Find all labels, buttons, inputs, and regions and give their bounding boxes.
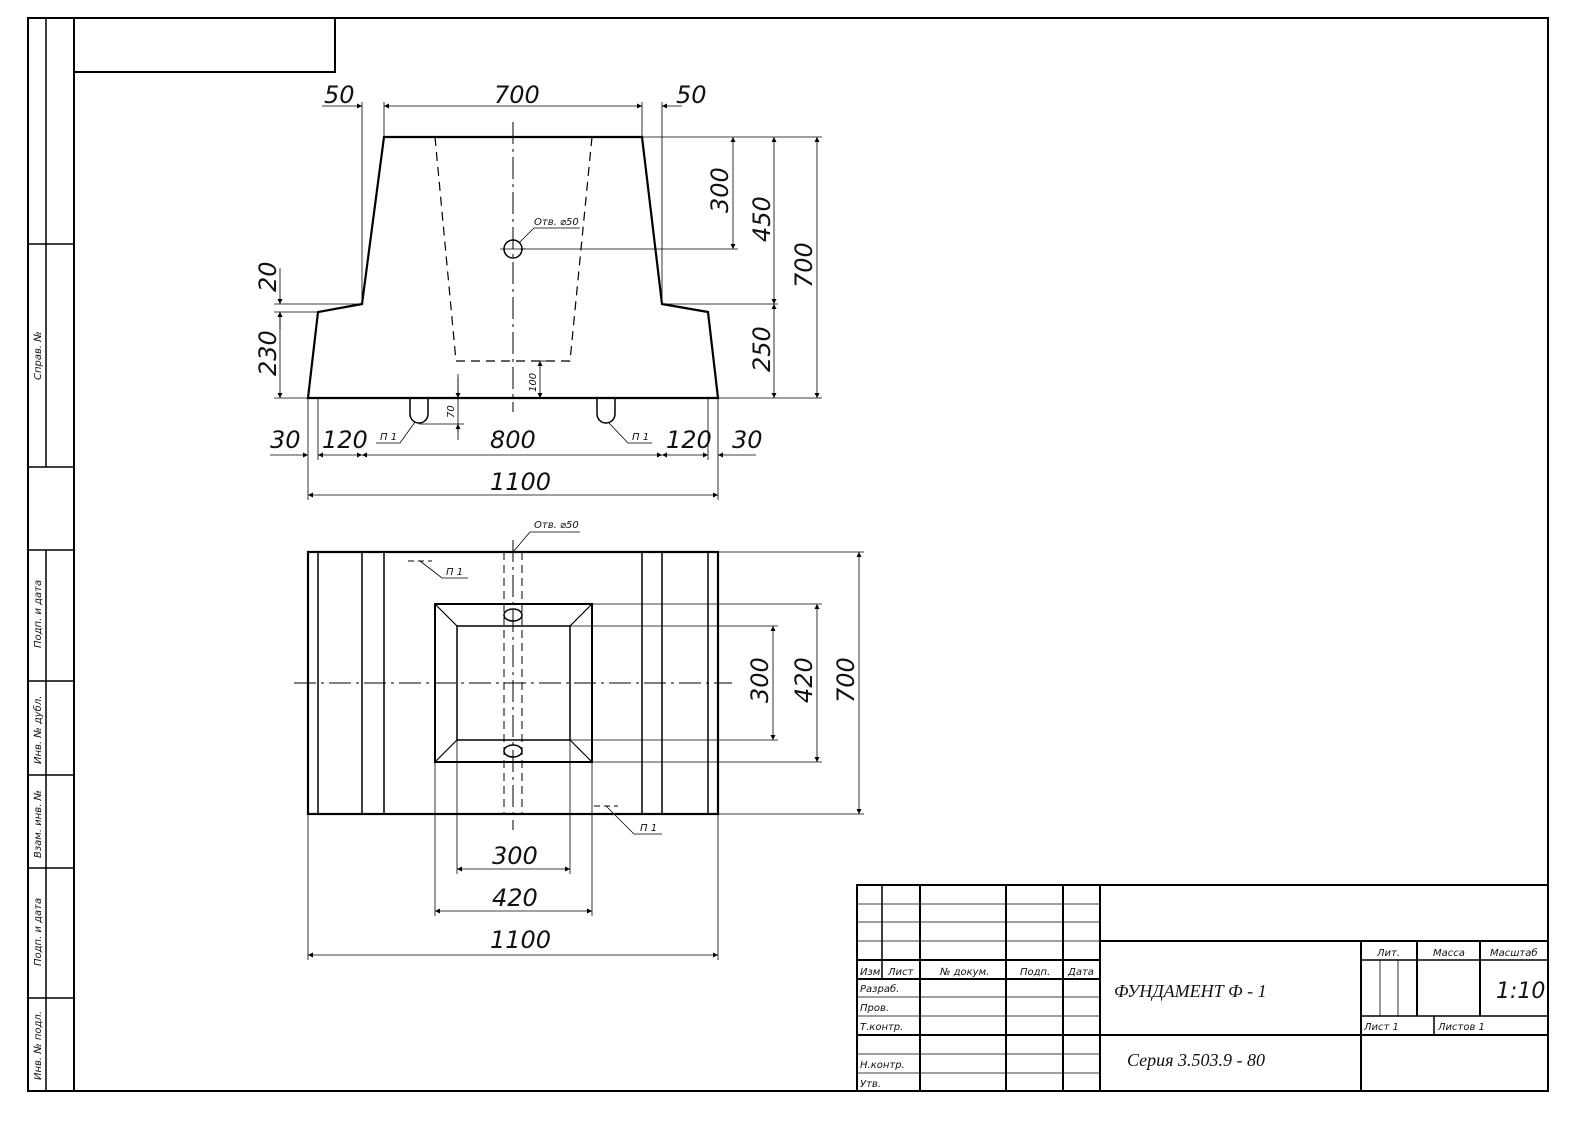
dim-300-front: 300 [706,167,734,213]
dim-420-plan-v: 420 [790,657,818,703]
col-data: Дата [1067,967,1094,978]
dim-1100-front: 1100 [490,468,551,496]
title-block [856,884,1549,1092]
stamp-podp-data-1: Подп. и дата [33,580,44,648]
sheets-total: Листов 1 [1437,1022,1485,1033]
col-doc: № докум. [939,967,989,978]
plan-hole-label: Отв. ⌀50 [534,520,579,531]
dim-70-front: 70 [446,405,457,418]
loop-label-right: П 1 [632,432,649,443]
plan-loop-label-bottom: П 1 [640,823,657,834]
dim-230-front: 230 [254,330,282,376]
dim-700-front: 700 [790,242,818,288]
front-view: Отв. ⌀50 П 1 П 1 [254,81,822,500]
plan-hole-leader [512,531,580,553]
dim-top-right: 50 [676,81,707,109]
dim-20-front: 20 [254,261,282,292]
sheet-frame [27,17,1549,1092]
scale-value: 1:10 [1496,979,1545,1004]
dim-top-mid: 700 [494,81,540,109]
sheet-number: Лист 1 [1363,1022,1399,1033]
hole-label: Отв. ⌀50 [534,217,579,228]
loop-leader-right [607,421,652,444]
row-tkontr: Т.контр. [860,1022,903,1033]
col-list: Лист [887,967,915,978]
dim-bottom-30-right: 30 [732,426,763,454]
dim-700-plan-v: 700 [832,657,860,703]
dim-bottom-120-left: 120 [322,426,368,454]
dim-420-plan-h: 420 [492,884,538,912]
dim-300-plan-v: 300 [746,657,774,703]
plan-view: Отв. ⌀50 П 1 П 1 [294,520,864,960]
lit-label: Лит. [1376,948,1400,959]
stamp-inv-dubl: Инв. № дубл. [32,696,44,764]
row-prov: Пров. [860,1003,889,1014]
dim-100-front: 100 [528,373,539,392]
stamp-inv-podl: Инв. № подл. [33,1011,44,1080]
plan-loop-leader-bottom [605,805,662,835]
dim-250-front: 250 [748,326,776,372]
masshtab-label: Масштаб [1490,947,1538,959]
drawing-title: ФУНДАМЕНТ Ф - 1 [1114,981,1267,1001]
stamp-sprav: Справ. № [33,331,44,380]
row-razrab: Разраб. [860,983,899,995]
dim-bottom-800: 800 [490,426,536,454]
hole-leader [518,227,580,244]
title-block-text: Изм. Лист № докум. Подп. Дата Разраб. Пр… [860,947,1545,1090]
col-podp: Подп. [1020,967,1050,978]
row-utv: Утв. [860,1079,881,1090]
side-stamps: Справ. № Подп. и дата Инв. № дубл. Взам.… [32,331,44,1080]
loop-leader-left [376,421,416,444]
dim-bottom-120-right: 120 [666,426,712,454]
stamp-podp-data-2: Подп. и дата [33,898,44,966]
stamp-vzam-inv: Взам. инв. № [33,790,44,858]
dim-450-front: 450 [748,196,776,242]
plan-loop-leader-top [419,560,468,579]
plan-loop-label-top: П 1 [446,567,463,578]
series-code: Серия 3.503.9 - 80 [1127,1050,1265,1070]
dim-1100-plan-h: 1100 [490,926,551,954]
row-nkontr: Н.контр. [860,1060,905,1071]
loop-label-left: П 1 [380,432,397,443]
dim-300-plan-h: 300 [492,842,538,870]
dim-bottom-30-left: 30 [270,426,301,454]
col-izm: Изм. [860,967,884,978]
lifting-loop-right [596,398,616,424]
lifting-loop-left [409,398,429,424]
dim-top-left: 50 [324,81,355,109]
massa-label: Масса [1433,948,1465,959]
